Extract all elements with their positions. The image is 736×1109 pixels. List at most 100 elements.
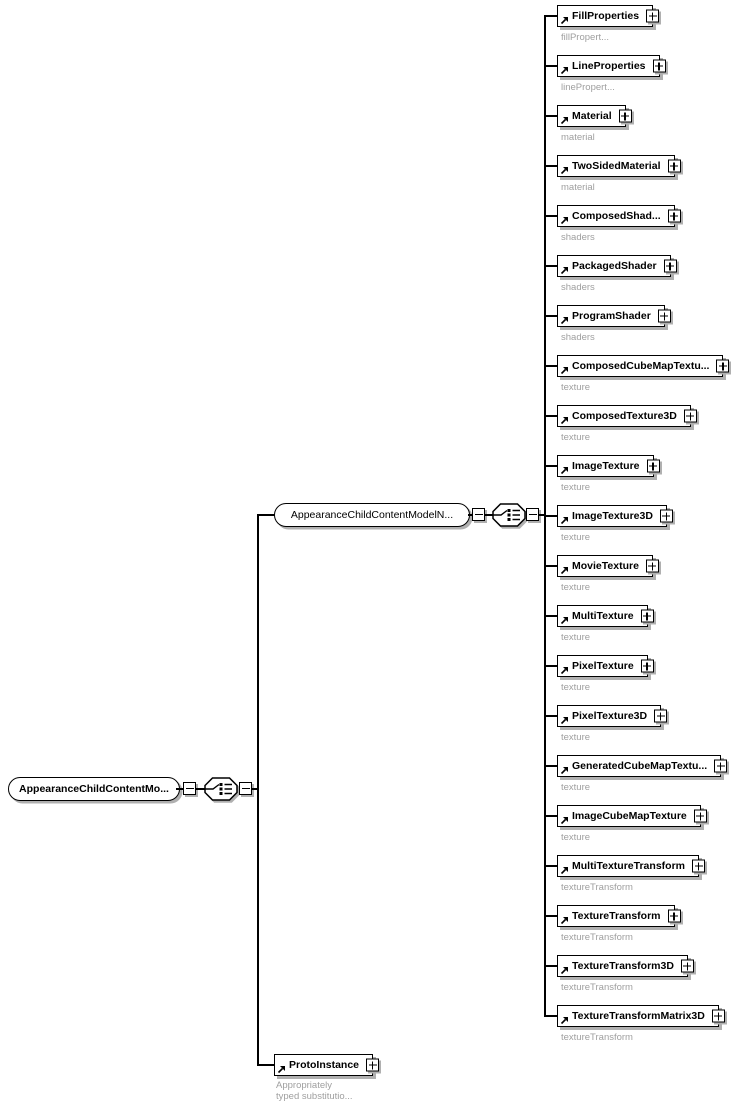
plus-icon[interactable] [693,809,707,823]
connector-line [468,514,474,516]
root-group-node[interactable]: AppearanceChildContentMo... [8,777,180,801]
element-annotation: shaders [561,332,595,343]
plus-icon[interactable] [680,959,694,973]
reference-arrow-icon [560,467,568,475]
element-annotation: texture [561,682,591,693]
element-box[interactable]: TextureTransform3D [557,955,694,977]
element-annotation: shaders [561,232,595,243]
element-label: TextureTransform3D [572,960,674,972]
plus-icon[interactable] [667,159,681,173]
plus-icon[interactable] [654,709,668,723]
element-box[interactable]: MultiTextureTransform [557,855,705,877]
element-row: PackagedShader shaders [544,255,677,293]
element-label: PixelTexture [572,660,634,672]
element-box[interactable]: LineProperties [557,55,666,77]
plus-icon[interactable] [618,109,632,123]
element-box[interactable]: PixelTexture3D [557,705,668,727]
element-row: Material material [544,105,632,143]
element-annotation: textureTransform [561,882,633,893]
element-box[interactable]: ComposedTexture3D [557,405,697,427]
plus-icon[interactable] [646,459,660,473]
reference-arrow-icon [560,867,568,875]
plus-icon[interactable] [645,559,659,573]
plus-icon[interactable] [652,59,666,73]
branch-trunk-line [257,514,259,1065]
element-box[interactable]: MovieTexture [557,555,659,577]
plus-icon[interactable] [692,859,705,873]
element-box[interactable]: PixelTexture [557,655,654,677]
element-label: ProgramShader [572,310,651,322]
element-label: ComposedCubeMapTextu... [572,360,710,372]
plus-icon[interactable] [640,659,654,673]
plus-icon[interactable] [659,509,673,523]
reference-arrow-icon [560,417,568,425]
connector-line [257,514,275,516]
plus-icon[interactable] [366,1058,380,1072]
proto-instance-annotation: Appropriately typed substitutio... [276,1080,353,1102]
element-label: TextureTransformMatrix3D [572,1010,705,1022]
plus-icon[interactable] [667,209,681,223]
connector-line [252,788,258,790]
element-row: MultiTextureTransform textureTransform [544,855,705,893]
group-ref-node[interactable]: AppearanceChildContentModelN... [274,503,470,527]
element-label: MultiTexture [572,610,634,622]
element-label: FillProperties [572,10,640,22]
reference-arrow-icon [560,767,568,775]
element-label: ComposedTexture3D [572,410,677,422]
element-label: Material [572,110,612,122]
element-row: MultiTexture texture [544,605,654,643]
element-label: LineProperties [572,60,646,72]
reference-arrow-icon [560,817,568,825]
element-label: PackagedShader [572,260,657,272]
proto-instance-label: ProtoInstance [289,1059,360,1071]
element-annotation: linePropert... [561,82,615,93]
element-row: ComposedShad... shaders [544,205,681,243]
choice-compositor-icon[interactable] [492,503,526,527]
plus-icon[interactable] [663,259,677,273]
plus-icon[interactable] [683,409,697,423]
element-box[interactable]: TextureTransform [557,905,681,927]
minus-icon[interactable] [526,508,539,521]
element-box[interactable]: ImageTexture [557,455,660,477]
plus-icon[interactable] [640,609,654,623]
reference-arrow-icon [560,917,568,925]
element-box[interactable]: FillProperties [557,5,660,27]
element-annotation: texture [561,532,591,543]
element-box[interactable]: MultiTexture [557,605,654,627]
element-box[interactable]: TwoSidedMaterial [557,155,681,177]
minus-icon[interactable] [472,508,485,521]
plus-icon[interactable] [667,909,681,923]
element-annotation: texture [561,832,591,843]
plus-icon[interactable] [657,309,671,323]
element-annotation: material [561,132,595,143]
plus-icon[interactable] [646,9,660,23]
element-box[interactable]: ProgramShader [557,305,671,327]
plus-icon[interactable] [716,359,730,373]
element-box[interactable]: GeneratedCubeMapTextu... [557,755,728,777]
element-box[interactable]: TextureTransformMatrix3D [557,1005,725,1027]
minus-icon[interactable] [239,782,252,795]
element-box[interactable]: ComposedShad... [557,205,681,227]
element-annotation: shaders [561,282,595,293]
choice-compositor-icon[interactable] [204,777,238,801]
plus-icon[interactable] [714,759,728,773]
plus-icon[interactable] [711,1009,725,1023]
element-row: ImageTexture3D texture [544,505,673,543]
element-label: ImageTexture3D [572,510,653,522]
element-box[interactable]: ImageCubeMapTexture [557,805,707,827]
element-box[interactable]: ComposedCubeMapTextu... [557,355,730,377]
element-row: LineProperties linePropert... [544,55,666,93]
connector-line [539,514,545,516]
element-annotation: texture [561,432,591,443]
reference-arrow-icon [560,67,568,75]
connector-line [196,788,205,790]
element-box[interactable]: Material [557,105,632,127]
reference-arrow-icon [560,167,568,175]
element-box[interactable]: PackagedShader [557,255,677,277]
element-annotation: texture [561,632,591,643]
element-box[interactable]: ImageTexture3D [557,505,673,527]
proto-instance-box[interactable]: ProtoInstance [274,1054,380,1076]
minus-icon[interactable] [183,782,196,795]
